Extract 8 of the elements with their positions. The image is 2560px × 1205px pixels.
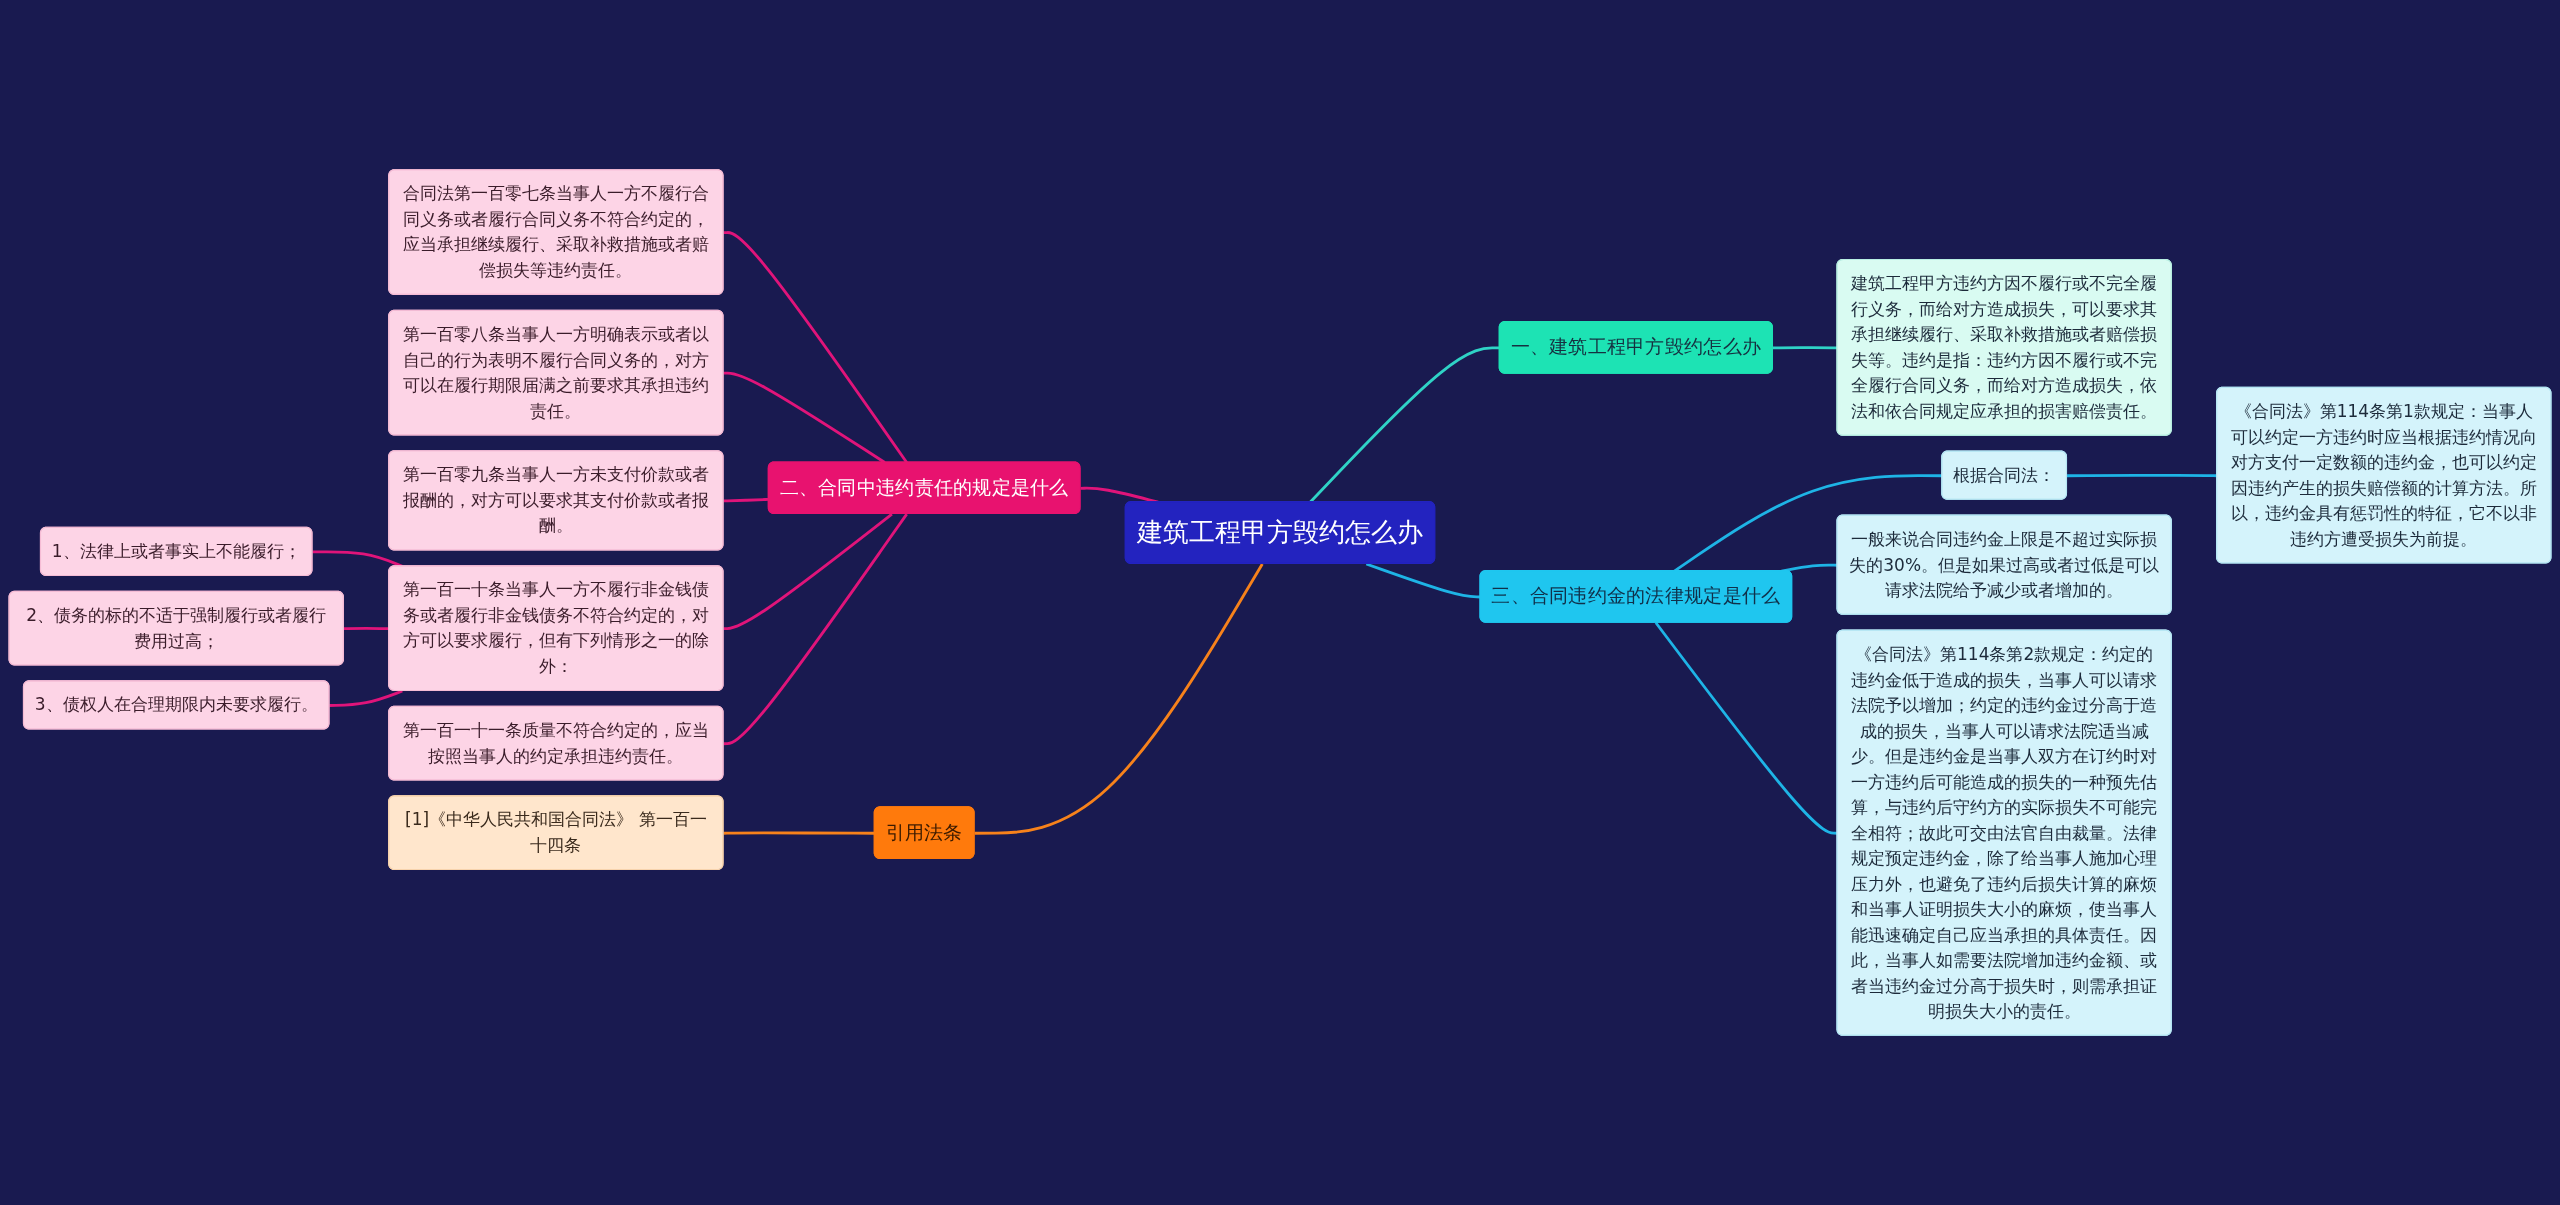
connector bbox=[329, 689, 403, 707]
connector bbox=[723, 497, 769, 503]
connector bbox=[312, 550, 403, 568]
connector bbox=[723, 513, 908, 746]
connector bbox=[723, 513, 893, 631]
connector bbox=[974, 563, 1264, 835]
connector bbox=[1365, 562, 1481, 599]
connector bbox=[723, 831, 875, 835]
